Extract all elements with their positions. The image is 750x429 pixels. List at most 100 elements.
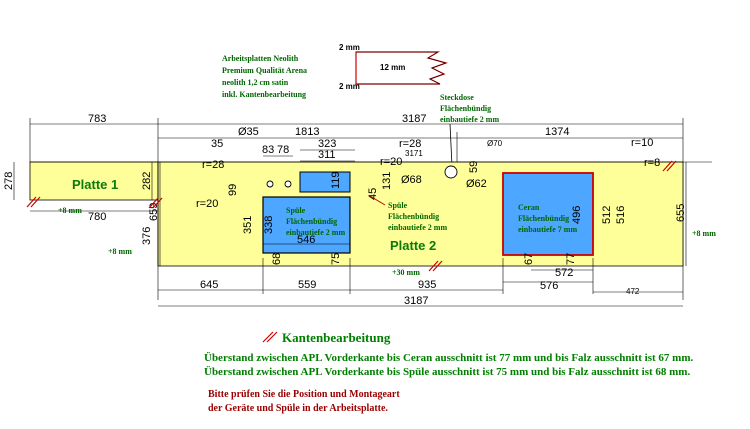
dim-572: 572 xyxy=(555,267,573,279)
margin-8-mid: +8 mm xyxy=(108,247,132,256)
note-ceran: Überstand zwischen APL Vorderkante bis C… xyxy=(204,351,693,364)
dim-376: 376 xyxy=(141,227,153,245)
spec-line-3: neolith 1,2 cm satin xyxy=(222,78,289,87)
ceran-line-2: Flächenbündig xyxy=(518,214,569,223)
holes xyxy=(266,165,458,188)
bottom-dimension-labels: 572 576 472 645 559 935 3187 xyxy=(200,267,640,307)
dim-r20-b: r=20 xyxy=(196,198,218,210)
socket-hole xyxy=(444,165,458,179)
dim-338: 338 xyxy=(263,216,275,234)
socket-label: Steckdose Flächenbündig einbautiefe 2 mm xyxy=(440,93,499,167)
dim-659: 659 xyxy=(148,203,160,221)
dim-780: 780 xyxy=(88,211,106,223)
dim-645: 645 xyxy=(200,279,218,291)
ceran-line-3: einbautiefe 7 mm xyxy=(518,225,577,234)
right-dims: 655 xyxy=(675,162,687,266)
dim-r28-a: r=28 xyxy=(399,138,421,150)
dim-77: 77 xyxy=(565,253,577,265)
spec-line-1: Arbeitsplatten Neolith xyxy=(222,54,299,63)
dim-d62: Ø62 xyxy=(466,178,487,190)
bottom-dimensions xyxy=(158,258,683,307)
dim-d35-b: 35 xyxy=(211,138,223,150)
dim-119: 119 xyxy=(330,171,342,189)
dim-323: 323 xyxy=(318,138,336,150)
socket-line-1: Steckdose xyxy=(440,93,474,102)
sink-width: 546 xyxy=(263,234,350,246)
dim-516: 516 xyxy=(615,206,627,224)
note-spuele: Überstand zwischen APL Vorderkante bis S… xyxy=(204,365,690,378)
dim-d70: Ø70 xyxy=(487,139,503,148)
dim-512: 512 xyxy=(601,206,613,224)
edge-top-label: 2 mm xyxy=(339,43,360,52)
dim-d35-a: Ø35 xyxy=(238,126,259,138)
kantenbearbeitung-section: Kantenbearbeitung Überstand zwischen APL… xyxy=(204,330,693,414)
dim-83: 83 xyxy=(262,144,274,156)
dim-3187-top: 3187 xyxy=(402,113,426,125)
dim-78: 78 xyxy=(277,144,289,156)
socket-line-3: einbautiefe 2 mm xyxy=(440,115,499,124)
dim-3171: 3171 xyxy=(405,149,423,158)
margin-8-right: +8 mm xyxy=(692,229,716,238)
dim-546: 546 xyxy=(297,234,315,246)
margin-8-left: +8 mm xyxy=(58,206,82,215)
dim-r10: r=10 xyxy=(631,137,653,149)
dim-r28-b: r=28 xyxy=(202,159,224,171)
sink-line-1: Spüle xyxy=(286,206,306,215)
socket-line-2: Flächenbündig xyxy=(440,104,491,113)
warning-line-2: der Geräte und Spüle in der Arbeitsplatt… xyxy=(208,403,388,414)
dim-559: 559 xyxy=(298,279,316,291)
dim-311: 311 xyxy=(318,149,336,161)
edge-profile: 2 mm 12 mm 2 mm xyxy=(339,43,448,91)
dim-472: 472 xyxy=(626,287,640,296)
dim-655: 655 xyxy=(675,204,687,222)
warning-line-1: Bitte prüfen Sie die Position und Montag… xyxy=(208,389,400,400)
dim-351: 351 xyxy=(242,216,254,234)
vertical-inner-dims: 99 119 59 131 45 351 338 496 512 516 68 … xyxy=(227,161,627,265)
dim-59: 59 xyxy=(468,161,480,173)
dim-d68: Ø68 xyxy=(401,174,422,186)
material-spec: Arbeitsplatten Neolith Premium Qualität … xyxy=(222,54,307,99)
dim-1374: 1374 xyxy=(545,126,569,138)
dim-1813: 1813 xyxy=(295,126,319,138)
edge-mid-label: 12 mm xyxy=(380,63,405,72)
margin-30: +30 mm xyxy=(392,268,420,277)
dim-496: 496 xyxy=(571,206,583,224)
dim-935: 935 xyxy=(418,279,436,291)
edge-marks xyxy=(26,160,677,272)
dim-99: 99 xyxy=(227,184,239,196)
dim-45: 45 xyxy=(367,188,379,200)
dim-68b: 68 xyxy=(271,253,283,265)
top-dimension-labels: 783 3187 Ø35 1813 35 323 r=28 3171 1374 … xyxy=(88,113,653,161)
plate-1-label: Platte 1 xyxy=(72,177,118,192)
dim-783: 783 xyxy=(88,113,106,125)
inner-labels: r=28 r=20 r=8 Ø68 Ø62 r=20 xyxy=(196,156,660,210)
dim-r8: r=8 xyxy=(644,157,660,169)
hole-35-a xyxy=(266,180,274,188)
section-title: Kantenbearbeitung xyxy=(282,330,391,345)
hole-35-b xyxy=(284,180,292,188)
dim-131: 131 xyxy=(381,172,393,190)
platte-2: Platte 2 xyxy=(157,161,684,267)
dim-282: 282 xyxy=(141,172,153,190)
spec-line-4: inkl. Kantenbearbeitung xyxy=(222,90,306,99)
margin-labels: +8 mm +8 mm +8 mm +30 mm xyxy=(58,206,716,277)
sink-callout-line-2: Flächenbündig xyxy=(388,212,439,221)
sink-cutout: Spüle Flächenbündig einbautiefe 2 mm xyxy=(262,196,351,254)
edge-bottom-label: 2 mm xyxy=(339,82,360,91)
dim-3187-bottom: 3187 xyxy=(404,295,428,307)
ceran-line-1: Ceran xyxy=(518,203,540,212)
tap-cutout xyxy=(299,171,351,193)
spec-line-2: Premium Qualität Arena xyxy=(222,66,307,75)
dim-67: 67 xyxy=(523,253,535,265)
sink-callout: Spüle Flächenbündig einbautiefe 2 mm xyxy=(369,195,447,232)
dim-75: 75 xyxy=(330,253,342,265)
ceran-cutout: Ceran Flächenbündig einbautiefe 7 mm xyxy=(502,172,594,256)
sink-line-2: Flächenbündig xyxy=(286,217,337,226)
sink-line-3: einbautiefe 2 mm xyxy=(286,228,345,237)
left-dims: 278 282 659 376 780 xyxy=(3,162,161,266)
dim-576: 576 xyxy=(540,280,558,292)
sink-callout-line-3: einbautiefe 2 mm xyxy=(388,223,447,232)
dim-278: 278 xyxy=(3,172,15,190)
